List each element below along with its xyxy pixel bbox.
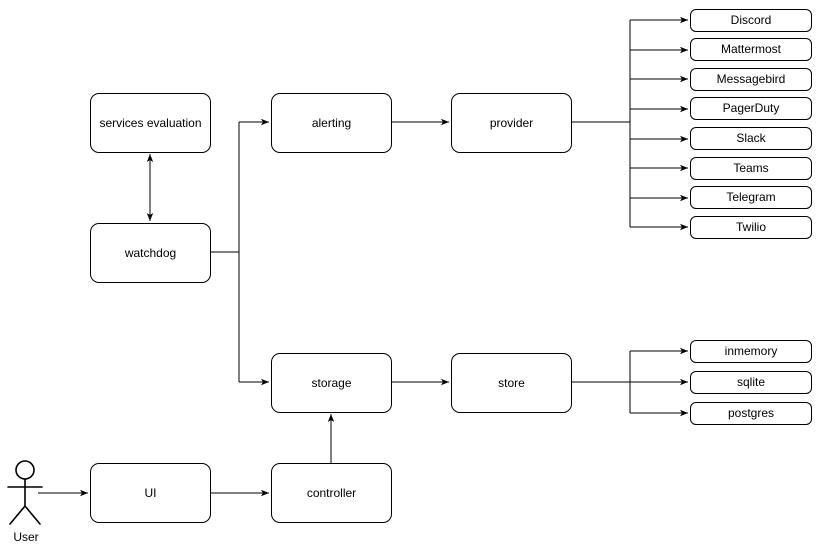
node-store[interactable]: store xyxy=(451,353,572,413)
node-store-sqlite-label: sqlite xyxy=(736,375,765,390)
node-services-evaluation[interactable]: services evaluation xyxy=(90,93,211,153)
actor-leg-right-icon xyxy=(24,505,41,525)
node-watchdog[interactable]: watchdog xyxy=(90,223,211,283)
node-provider-discord-label: Discord xyxy=(730,13,772,28)
node-provider-pagerduty-label: PagerDuty xyxy=(722,101,780,116)
actor-user-label: User xyxy=(13,530,39,544)
node-provider-pagerduty[interactable]: PagerDuty xyxy=(690,97,812,120)
node-watchdog-label: watchdog xyxy=(124,245,177,260)
actor-head-icon xyxy=(15,460,35,480)
node-storage-label: storage xyxy=(311,375,352,390)
node-provider-twilio[interactable]: Twilio xyxy=(690,216,812,239)
node-controller-label: controller xyxy=(306,485,357,500)
node-provider-telegram-label: Telegram xyxy=(726,190,776,205)
node-alerting[interactable]: alerting xyxy=(271,93,392,153)
node-provider-label: provider xyxy=(489,115,534,130)
node-provider[interactable]: provider xyxy=(451,93,572,153)
node-provider-twilio-label: Twilio xyxy=(735,220,766,235)
node-provider-mattermost[interactable]: Mattermost xyxy=(690,38,812,61)
node-services-evaluation-label: services evaluation xyxy=(99,115,202,130)
node-store-inmemory[interactable]: inmemory xyxy=(690,340,812,363)
node-provider-teams[interactable]: Teams xyxy=(690,157,812,180)
node-store-inmemory-label: inmemory xyxy=(724,344,778,359)
node-controller[interactable]: controller xyxy=(271,463,392,523)
actor-leg-left-icon xyxy=(9,505,26,525)
node-alerting-label: alerting xyxy=(311,115,352,130)
node-provider-mattermost-label: Mattermost xyxy=(720,42,781,57)
node-provider-messagebird-label: Messagebird xyxy=(716,72,786,87)
node-storage[interactable]: storage xyxy=(271,353,392,413)
node-store-postgres-label: postgres xyxy=(727,406,775,421)
node-provider-discord[interactable]: Discord xyxy=(690,9,812,32)
node-provider-telegram[interactable]: Telegram xyxy=(690,186,812,209)
node-provider-messagebird[interactable]: Messagebird xyxy=(690,68,812,91)
node-ui-label: UI xyxy=(144,485,157,500)
node-ui[interactable]: UI xyxy=(90,463,211,523)
node-store-sqlite[interactable]: sqlite xyxy=(690,371,812,394)
node-store-label: store xyxy=(498,375,525,390)
node-provider-slack[interactable]: Slack xyxy=(690,127,812,150)
node-store-postgres[interactable]: postgres xyxy=(690,402,812,425)
node-provider-slack-label: Slack xyxy=(736,131,766,146)
node-provider-teams-label: Teams xyxy=(733,161,769,176)
